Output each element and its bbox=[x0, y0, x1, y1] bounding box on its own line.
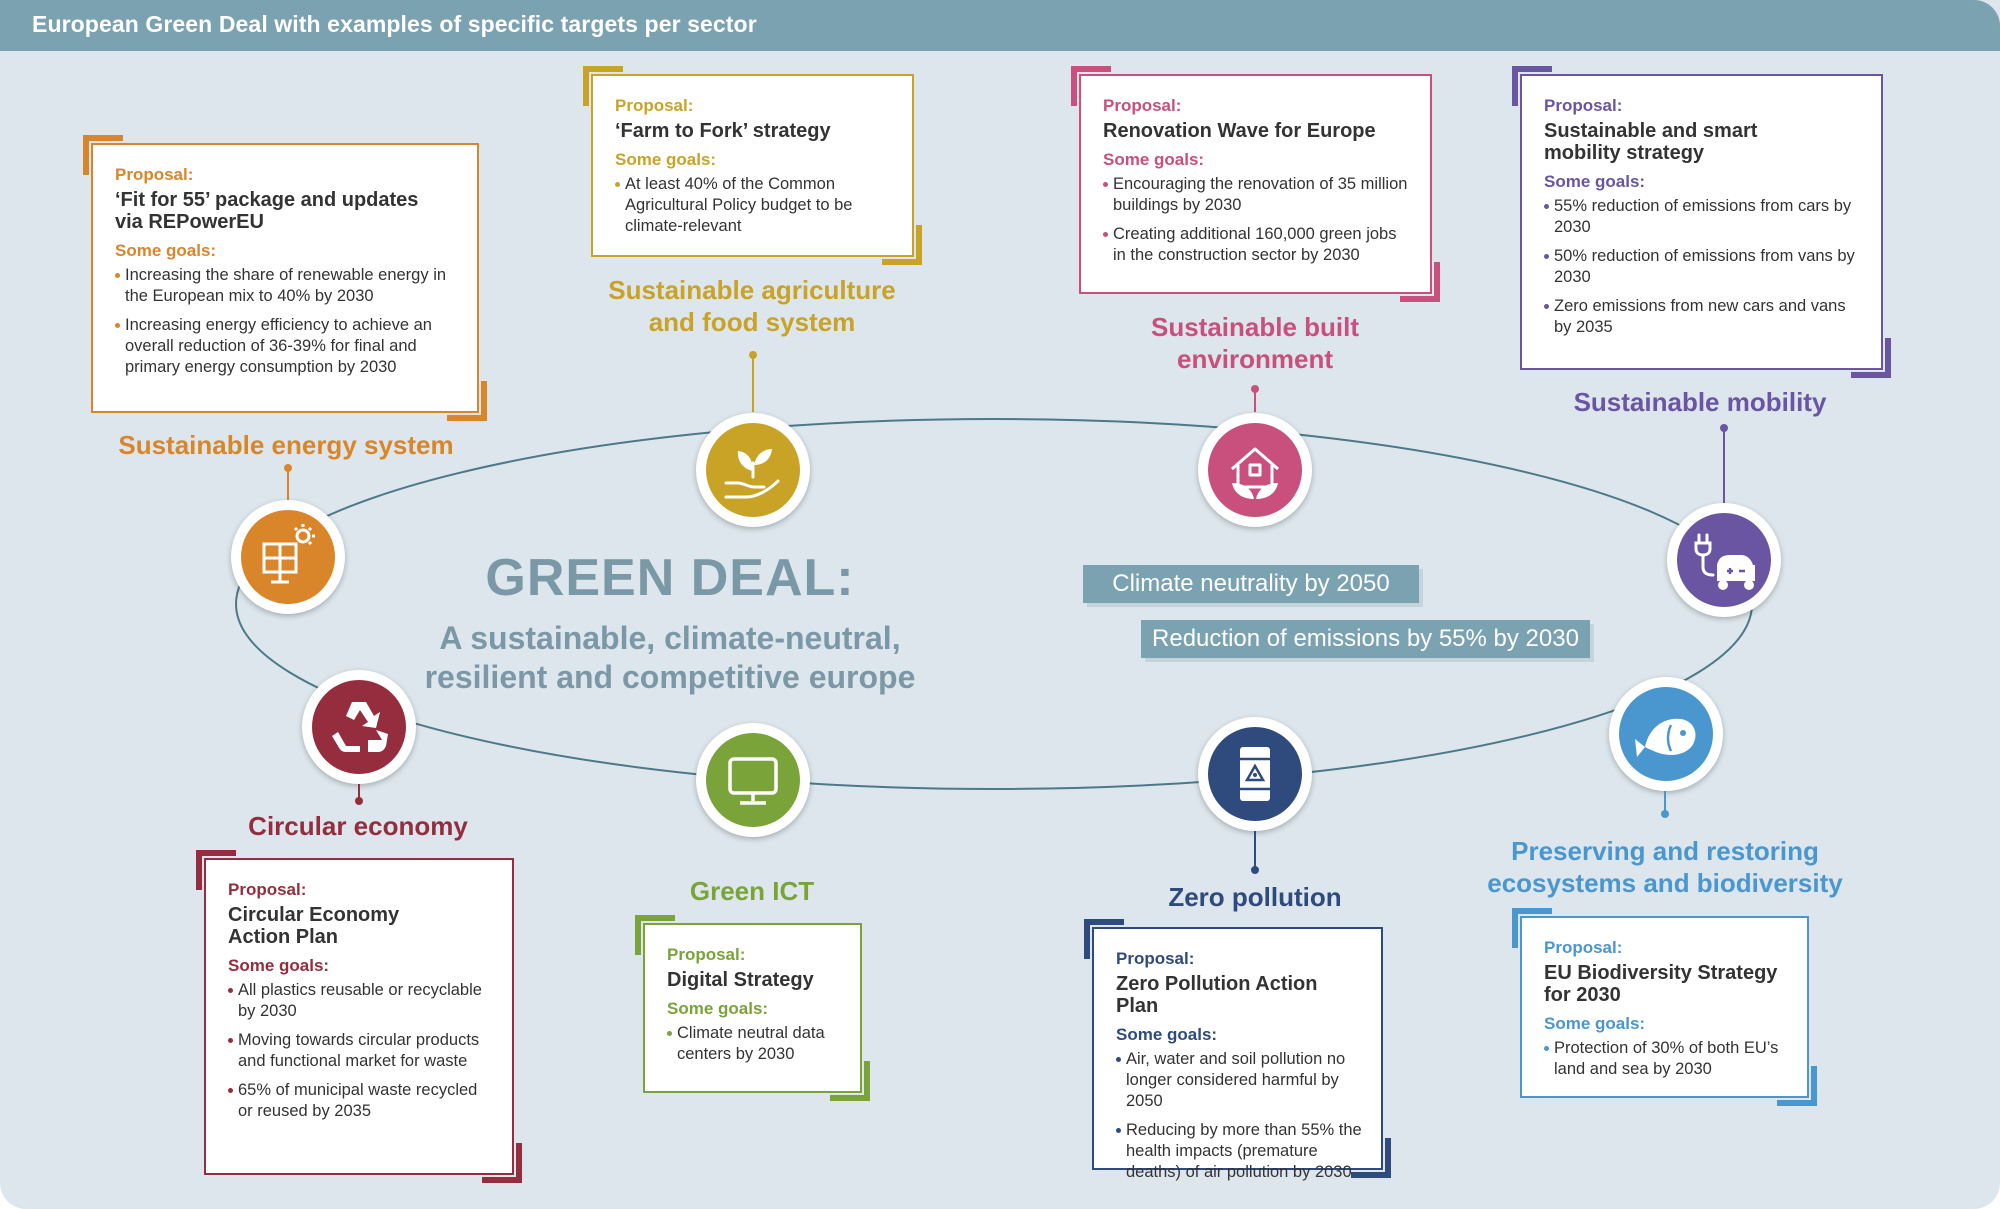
ict-node bbox=[696, 723, 810, 837]
proposal-title: Digital Strategy bbox=[667, 969, 814, 991]
computer-monitor-icon bbox=[728, 757, 778, 805]
goal-item: Protection of 30% of both EU’s land and … bbox=[1544, 1038, 1789, 1080]
circular-connector bbox=[355, 784, 363, 805]
banner-emissions-reduction: Reduction of emissions by 55% by 2030 bbox=[1141, 620, 1590, 658]
goals-label: Some goals: bbox=[667, 999, 769, 1018]
agriculture-node bbox=[696, 413, 810, 527]
energy-proposal-card: Proposal: ‘Fit for 55’ package and updat… bbox=[83, 135, 487, 421]
goals-label: Some goals: bbox=[115, 241, 217, 260]
agriculture-proposal-card: Proposal: ‘Farm to Fork’ strategy Some g… bbox=[583, 66, 922, 265]
proposal-label: Proposal: bbox=[1544, 96, 1623, 115]
plant-in-hand-icon bbox=[724, 449, 780, 499]
circular-node bbox=[302, 670, 416, 784]
biodiversity-node bbox=[1609, 677, 1723, 791]
proposal-title: Zero Pollution Action Plan bbox=[1116, 973, 1318, 1017]
header-bar: European Green Deal with examples of spe… bbox=[0, 0, 2000, 51]
goal-item: Increasing the share of renewable energy… bbox=[115, 265, 459, 307]
proposal-label: Proposal: bbox=[1544, 938, 1623, 957]
goals-label: Some goals: bbox=[228, 956, 330, 975]
goal-item: Zero emissions from new cars and vans by… bbox=[1544, 296, 1863, 338]
toxic-barrel-icon bbox=[1240, 747, 1270, 801]
proposal-title: ‘Farm to Fork’ strategy bbox=[615, 120, 831, 142]
fish-icon bbox=[1635, 718, 1696, 757]
eco-house-icon bbox=[1231, 447, 1279, 499]
recycle-icon bbox=[332, 702, 388, 752]
proposal-label: Proposal: bbox=[1103, 96, 1182, 115]
goal-item: Air, water and soil pollution no longer … bbox=[1116, 1049, 1363, 1112]
proposal-label: Proposal: bbox=[667, 945, 746, 964]
biodiversity-connector bbox=[1661, 791, 1669, 818]
green-deal-subtitle: A sustainable, climate-neutral, resilien… bbox=[424, 620, 916, 695]
proposal-label: Proposal: bbox=[615, 96, 694, 115]
goal-item: 55% reduction of emissions from cars by … bbox=[1544, 196, 1863, 238]
proposal-label: Proposal: bbox=[115, 165, 194, 184]
proposal-title: Renovation Wave for Europe bbox=[1103, 120, 1376, 142]
goal-item: 50% reduction of emissions from vans by … bbox=[1544, 246, 1863, 288]
goal-item: 65% of municipal waste recycled or reuse… bbox=[228, 1080, 494, 1122]
mobility-node bbox=[1667, 503, 1781, 617]
goals-label: Some goals: bbox=[1103, 150, 1205, 169]
goal-item: Climate neutral data centers by 2030 bbox=[667, 1023, 842, 1065]
page-title: European Green Deal with examples of spe… bbox=[32, 11, 757, 37]
built-connector bbox=[1251, 385, 1259, 412]
sector-label-pollution: Zero pollution bbox=[1168, 882, 1342, 912]
goals-label: Some goals: bbox=[1544, 1014, 1646, 1033]
solar-panel-icon bbox=[262, 524, 315, 584]
pollution-node bbox=[1198, 717, 1312, 831]
pollution-connector bbox=[1251, 831, 1259, 874]
goals-label: Some goals: bbox=[1116, 1025, 1218, 1044]
sector-label-mobility: Sustainable mobility bbox=[1573, 387, 1827, 417]
ict-proposal-card: Proposal: Digital Strategy Some goals: C… bbox=[635, 915, 870, 1101]
goals-label: Some goals: bbox=[615, 150, 717, 169]
sector-label-ict: Green ICT bbox=[689, 876, 815, 906]
goal-item: Moving towards circular products and fun… bbox=[228, 1030, 494, 1072]
mobility-connector bbox=[1720, 424, 1728, 503]
sector-label-circular: Circular economy bbox=[248, 811, 468, 841]
goal-item: All plastics reusable or recyclable by 2… bbox=[228, 980, 494, 1022]
goal-item: At least 40% of the Common Agricultural … bbox=[615, 174, 894, 237]
pollution-proposal-card: Proposal: Zero Pollution Action Plan Som… bbox=[1084, 919, 1391, 1181]
electric-car-plug-icon bbox=[1694, 533, 1755, 590]
energy-connector bbox=[284, 464, 292, 505]
banner-climate-neutrality: Climate neutrality by 2050 bbox=[1083, 565, 1419, 603]
green-deal-title: GREEN DEAL: bbox=[485, 549, 855, 607]
agriculture-connector bbox=[749, 351, 757, 412]
goals-label: Some goals: bbox=[1544, 172, 1646, 191]
energy-node bbox=[231, 500, 345, 614]
proposal-label: Proposal: bbox=[228, 880, 307, 899]
sector-label-energy: Sustainable energy system bbox=[118, 430, 454, 460]
goal-item: Reducing by more than 55% the health imp… bbox=[1116, 1120, 1363, 1183]
goal-item: Increasing energy efficiency to achieve … bbox=[115, 315, 459, 378]
built-proposal-card: Proposal: Renovation Wave for Europe Som… bbox=[1071, 66, 1440, 302]
built-node bbox=[1198, 413, 1312, 527]
goal-item: Encouraging the renovation of 35 million… bbox=[1103, 174, 1412, 216]
goal-item: Creating additional 160,000 green jobs i… bbox=[1103, 224, 1412, 266]
proposal-label: Proposal: bbox=[1116, 949, 1195, 968]
